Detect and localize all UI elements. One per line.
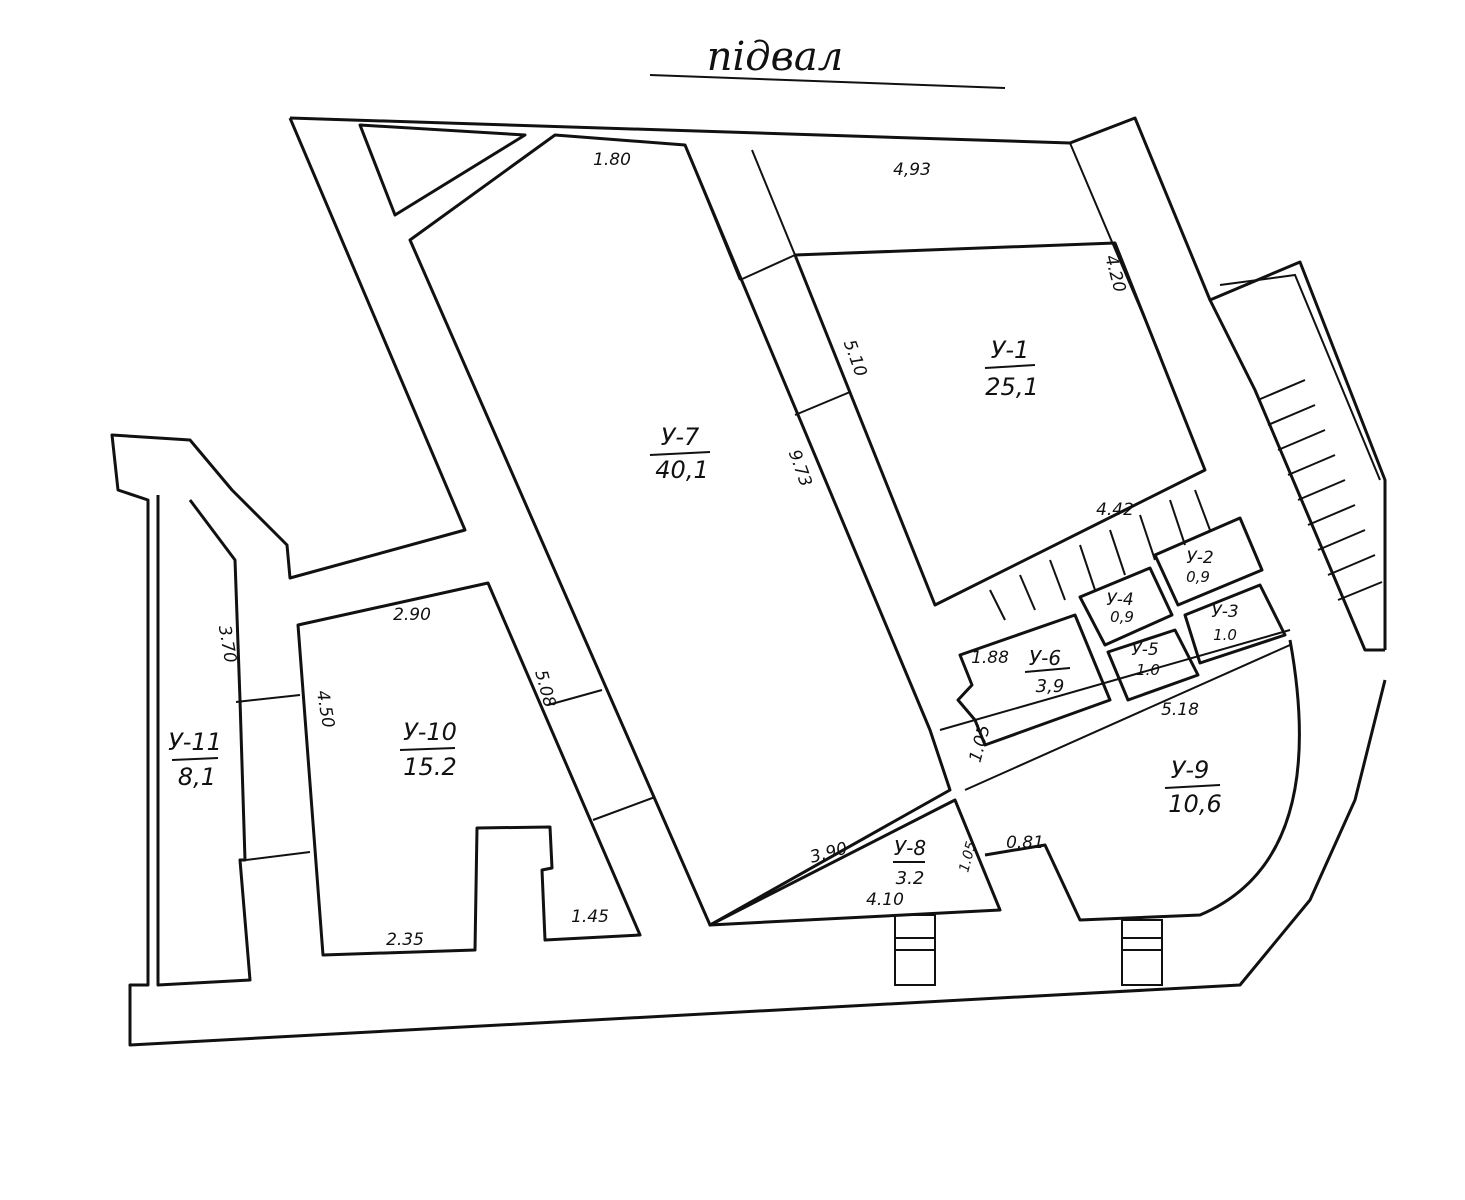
room-id: У-5 <box>1131 640 1158 660</box>
room-area: 25,1 <box>985 373 1038 401</box>
room-u6-outline <box>956 613 1112 747</box>
room-u1-outline <box>793 241 1207 607</box>
room-area: 3.2 <box>896 868 925 889</box>
room-u4: У-40,9 <box>1106 590 1134 626</box>
dimension: 0.81 <box>1006 833 1044 853</box>
room-u2: У-20,9 <box>1186 548 1214 586</box>
room-u9: У-9 10,6 <box>1164 756 1222 818</box>
room-u9-outline <box>984 639 1301 922</box>
room-id: У-4 <box>1106 590 1133 610</box>
wall <box>684 144 741 281</box>
room-u6: У-63,9 <box>1024 646 1071 697</box>
top-outer-wall <box>289 116 1387 650</box>
room-id: У-9 <box>1171 756 1210 784</box>
stair-wall <box>1219 273 1381 481</box>
dimension: 2.90 <box>393 605 431 625</box>
room-id: У-3 <box>1211 602 1238 622</box>
wall <box>592 796 656 821</box>
room-area: 1.0 <box>1136 661 1160 679</box>
plan-title: підвал <box>707 34 844 80</box>
dimension: 4.20 <box>1100 253 1129 295</box>
dimension: 1.45 <box>571 907 609 927</box>
stairs <box>989 379 1383 621</box>
room-area: 1.0 <box>1213 626 1237 644</box>
wall <box>751 149 796 256</box>
room-area: 15.2 <box>403 753 456 781</box>
doorway <box>894 914 936 986</box>
wall <box>547 689 603 706</box>
room-id: У-7 <box>661 423 700 451</box>
room-u10-outline <box>296 581 642 957</box>
room-labels: У-125,1 У-20,9 У-31.0 У-40,9 У-51.0 У-63… <box>168 336 1239 889</box>
dimension: 1.05 <box>966 723 995 765</box>
title-underline <box>649 74 1006 89</box>
room-u10: У-10 15.2 <box>399 718 457 781</box>
room-u8-outline <box>708 798 1002 927</box>
dimension-labels: 1.80 4,93 4.20 5.10 9.73 4.42 1.88 5.18 … <box>214 150 1199 950</box>
room-area: 0,9 <box>1186 568 1210 586</box>
room-area: 8,1 <box>178 763 216 791</box>
dimension: 1.80 <box>593 150 631 170</box>
dimension: 3.90 <box>808 839 850 868</box>
dimension: 1.88 <box>971 648 1009 668</box>
dimension: 9.73 <box>784 447 816 489</box>
wall <box>794 391 851 416</box>
dimension: 4.42 <box>1096 500 1134 520</box>
room-u7: У-7 40,1 <box>649 423 711 484</box>
room-u1: У-1 25,1 <box>984 336 1039 401</box>
room-area: 3,9 <box>1036 676 1065 697</box>
wall <box>235 694 301 703</box>
room-u8: У-83.2 <box>893 836 926 889</box>
room-area: 10,6 <box>1168 790 1221 818</box>
room-u11: У-11 8,1 <box>168 728 222 791</box>
dimension: 2.35 <box>386 930 424 950</box>
room-u3-outline <box>1183 583 1287 665</box>
wall <box>245 851 311 861</box>
room-id: У-2 <box>1186 548 1213 568</box>
room-id: У-8 <box>894 836 926 860</box>
room-id: У-6 <box>1029 646 1061 670</box>
room-u5-outline <box>1106 628 1200 702</box>
room-u2-outline <box>1153 516 1264 607</box>
room-u4-outline <box>1078 566 1174 647</box>
room-u3: У-31.0 <box>1211 602 1238 644</box>
dimension: 1.05 <box>956 840 980 874</box>
outer-wall <box>110 117 1387 1047</box>
walls <box>110 116 1387 1047</box>
dimension: 5.18 <box>1161 700 1199 720</box>
dimension: 4.10 <box>866 890 904 910</box>
room-id: У-1 <box>991 336 1030 364</box>
wall <box>964 644 1291 791</box>
wall <box>1069 142 1161 356</box>
room-u11-outline <box>156 495 252 987</box>
dimension: 4.50 <box>312 689 338 730</box>
wall <box>939 629 1291 731</box>
room-id: У-10 <box>403 718 457 746</box>
wall <box>739 254 796 281</box>
room-id: У-11 <box>168 728 222 756</box>
dimension: 5.08 <box>530 668 559 710</box>
hatched-storage <box>358 123 527 217</box>
dimension: 4,93 <box>893 160 931 180</box>
stair-wall <box>1208 299 1385 652</box>
doorway <box>1121 919 1163 986</box>
room-area: 40,1 <box>655 456 708 484</box>
room-u5: У-51.0 <box>1131 640 1160 679</box>
room-area: 0,9 <box>1110 608 1134 626</box>
